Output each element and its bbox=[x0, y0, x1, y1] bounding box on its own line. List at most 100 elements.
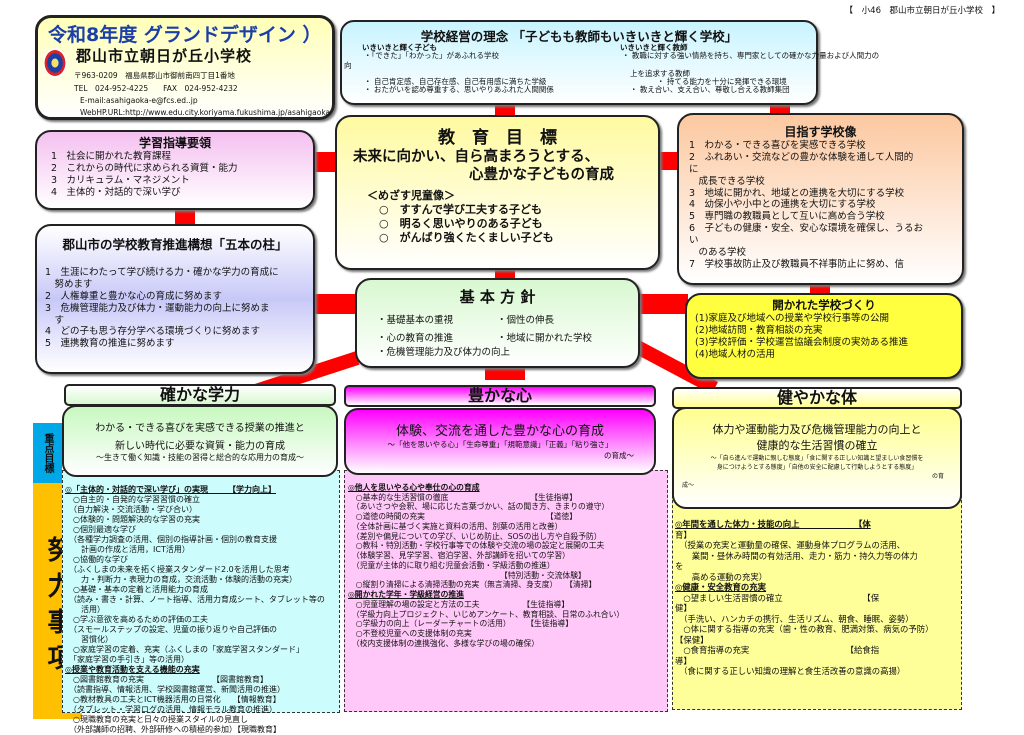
academic-action-line: ○個別最適な学び bbox=[65, 525, 136, 534]
goal-line-1: 未来に向かい、自ら高まろうとする、 bbox=[353, 149, 600, 165]
body-action-line: 【保健】 bbox=[675, 634, 709, 645]
heart-action-line: ○学級力の向上（レーダーチャートの活用） 【生徒指導】 bbox=[348, 619, 574, 629]
header-box: 令和8年度 グランドデザイン ） 郡山市立朝日が丘小学校 〒963-0209 福… bbox=[35, 15, 335, 120]
connector bbox=[638, 294, 688, 314]
child-heading: いきいきと輝く子ども bbox=[362, 43, 437, 52]
body-action-line: ○望ましい生活習慣の確立 【保 bbox=[675, 592, 880, 603]
open-school-item: (3)学校評価・学校運営協議会制度の実効ある推進 bbox=[695, 336, 908, 348]
academic-action-line: ○協働的な学び bbox=[65, 555, 128, 564]
academic-action-line: ○基礎・基本の定着と活用能力の育成 bbox=[65, 585, 208, 594]
body-actions-box: ◎年間を通した体力・技能の向上 【体育】 （授業の充実と運動量の確保、運動身体プ… bbox=[672, 490, 962, 710]
child-line: 向 bbox=[344, 61, 352, 70]
connector bbox=[658, 152, 680, 170]
school-image-item: 成長できる学校 bbox=[689, 175, 765, 187]
open-school-title: 開かれた学校づくり bbox=[772, 298, 876, 312]
heart-action-line: ○縦割り清掃による清掃活動の充実（無言清掃、身支度） 【清掃】 bbox=[348, 580, 597, 590]
academic-action-line: ○現職教育の充実と日々の授業スタイルの見直し bbox=[65, 715, 248, 724]
academic-action-line: ○家庭学習の定着、充実（ふくしまの「家庭学習スタンダード」 bbox=[65, 645, 304, 654]
school-image-item: 4 幼保小や小中との連携を大切にする学校 bbox=[689, 199, 876, 211]
target-child-heading: ＜めざす児童像＞ bbox=[367, 189, 455, 203]
heart-action-line: 【特別活動・交流体験】 bbox=[348, 570, 586, 580]
child-line: ・ 自己肯定感、自己存在感、自己有用感に満ちた学級 bbox=[364, 77, 547, 86]
heart-action-line: ○児童理解の場の設定と方法の工夫 【生徒指導】 bbox=[348, 599, 570, 609]
academic-action-line: ○体験的・問題解決的な学習の充実 bbox=[65, 515, 200, 524]
body-goal-line: 体力や運動能力及び危機管理能力の向上と bbox=[712, 423, 922, 436]
academic-action-line: （自力解決・交流活動・学び合い） bbox=[65, 505, 197, 514]
school-name: 郡山市立朝日が丘小学校 bbox=[76, 47, 253, 65]
policy-item: ・基礎基本の重視 bbox=[377, 315, 454, 326]
heart-action-line: ○道徳の時間の充実 【道徳】 bbox=[348, 512, 578, 522]
heart-goal-line: 体験、交流を通した豊かな心の育成 bbox=[395, 424, 604, 439]
five-pillars-box: 郡山市の学校教育推進構想「五本の柱」 1 生涯にわたって学び続ける力・確かな学力… bbox=[35, 224, 315, 374]
body-action-line: （食に関する正しい知識の理解と食生活改善の意識の高揚） bbox=[675, 666, 906, 676]
academic-action-line: （外部講師の招聘、外部研修への積極的参加）【現職教育】 bbox=[65, 725, 281, 734]
academic-action-line: （ふくしまの未来を拓く授業スタンダード2.0を活用した思考 bbox=[65, 565, 290, 574]
heart-action-line: （全体計画に基づく実施と資料の活用、別葉の活用と改善） bbox=[348, 521, 563, 531]
academic-action-line: 計画の作成と活用，ICT活用） bbox=[65, 545, 190, 554]
pillars-title: 郡山市の学校教育推進構想「五本の柱」 bbox=[62, 237, 288, 252]
focus-goal-strip: 重点目標 bbox=[33, 423, 62, 483]
school-image-item: 6 子どもの健康・安全、安心な環境を確保し、うるお bbox=[689, 223, 924, 235]
academic-action-line: ◎授業や教育活動を支える機能の充実 bbox=[65, 665, 200, 674]
policy-item: ・心の教育の推進 bbox=[377, 333, 454, 344]
pillar-item: す bbox=[45, 314, 65, 326]
academic-action-line: 「家庭学習の手引き」等の活用） bbox=[65, 655, 189, 664]
academic-action-line: 習慣化） bbox=[65, 635, 113, 644]
pillar-item: 5 連携教育の推進に努めます bbox=[45, 338, 175, 350]
body-action-line: ○食育指導の充実 【給食指 bbox=[675, 645, 880, 655]
heart-action-line: （差別や偏見についての学び、いじめ防止、SOSの出し方や自殺予防） bbox=[348, 531, 602, 541]
goal-title: 教 育 目 標 bbox=[438, 128, 557, 148]
school-image-item: 5 専門職の教職員として互いに高め合う学校 bbox=[689, 211, 885, 223]
academic-goal-sub: ～生きて働く知識・技能の習得と総合的な応用力の育成～ bbox=[96, 453, 304, 462]
body-goal-sub: 身につけようとする態度」「自他の安全に配慮して行動しようとする態度」 bbox=[716, 464, 918, 471]
connector bbox=[314, 294, 358, 314]
address: 〒963-0209 福島県郡山市御前南四丁目1番地 bbox=[74, 71, 235, 80]
heart-action-line: （校内支援体制の連携強化、多様な学びの場の確保） bbox=[348, 638, 540, 648]
heart-action-line: ◎開かれた学年・学級経営の推進 bbox=[348, 590, 464, 600]
web-link[interactable]: WebHP.URL:http://www.edu.city.koriyama.f… bbox=[80, 108, 331, 117]
heart-action-line: ○不登校児童への支援体制の充実 bbox=[348, 629, 472, 639]
column-header-heart: 豊かな心 bbox=[344, 385, 656, 407]
connector bbox=[175, 208, 195, 226]
body-action-line: 育】 bbox=[675, 529, 692, 540]
open-school-item: (1)家庭及び地域への授業や学校行事等の公開 bbox=[695, 313, 889, 324]
heart-action-line-list: ◎他人を思いやる心や奉仕の心の育成 ○基本的な生活習慣の徹底 【生徒指導】 （あ… bbox=[345, 471, 667, 648]
school-emblem-icon bbox=[43, 48, 67, 78]
school-image-title: 目指す学校像 bbox=[784, 125, 857, 139]
teacher-line: 上を追求する教師 bbox=[630, 69, 690, 78]
academic-action-line: 活用） bbox=[65, 605, 105, 614]
connector bbox=[495, 268, 515, 280]
academic-action-line: （スモールステップの設定、児童の振り返りや自己評価の bbox=[65, 625, 277, 634]
academic-goal-box: わかる・できる喜びを実感できる授業の推進と 新しい時代に必要な資質・能力の育成 … bbox=[62, 405, 338, 477]
connector bbox=[485, 366, 525, 380]
target-child-item-list: ○ すすんで学び工夫する子ども○ 明るく思いやりのある子ども○ がんばり強くたく… bbox=[337, 203, 658, 244]
child-line: ・「できた」「わかった」があふれる学校 bbox=[364, 51, 499, 60]
academic-action-line: ○自主的・自発的な学習習慣の確立 bbox=[65, 495, 200, 504]
heart-goal-box: 体験、交流を通した豊かな心の育成 ～「他を思いやる心」「生命尊重」「規範意識」「… bbox=[344, 408, 656, 475]
basic-policy-box: 基 本 方 針 ・基礎基本の重視 ・個性の伸長 ・心の教育の推進 ・地域に開かれ… bbox=[355, 278, 640, 368]
school-image-item: い bbox=[689, 235, 699, 246]
curriculum-item: 1 社会に開かれた教育課程 bbox=[51, 151, 172, 162]
email-link[interactable]: E-mail:asahigaoka-e@fcs.ed..jp bbox=[80, 96, 198, 105]
body-action-line: 導】 bbox=[675, 655, 692, 666]
academic-goal-line: 新しい時代に必要な資質・能力の育成 bbox=[115, 441, 285, 452]
open-school-box: 開かれた学校づくり (1)家庭及び地域への授業や学校行事等の公開(2)地域訪問・… bbox=[685, 293, 963, 379]
open-school-item: (4)地域人材の活用 bbox=[695, 348, 775, 360]
body-action-line: 業間・昼休み時間の有効活用、走力・筋力・持久力等の体力 bbox=[675, 550, 918, 561]
connector bbox=[314, 152, 338, 172]
body-goal-sub: の育 bbox=[931, 473, 944, 480]
school-image-item: 7 学校事故防止及び教職員不祥事防止に努め、信 bbox=[689, 258, 905, 270]
target-child-item: ○ がんばり強くたくましい子ども bbox=[379, 230, 554, 244]
teacher-heading: いきいきと輝く教師 bbox=[620, 43, 688, 52]
policy-item: ・地域に開かれた学校 bbox=[497, 333, 593, 344]
child-line: ・ おたがいを認め尊重する、思いやりあふれた人間関係 bbox=[364, 85, 554, 94]
body-action-line: 高める運動の充実） bbox=[675, 571, 768, 582]
body-goal-line: 健康的な生活習慣の確立 bbox=[756, 439, 878, 452]
goal-line-2: 心豊かな子どもの育成 bbox=[469, 167, 614, 184]
body-action-line: ◎年間を通した体力・技能の向上 【体 bbox=[675, 519, 871, 529]
heart-action-line: ○基本的な生活習慣の徹底 【生徒指導】 bbox=[348, 492, 578, 502]
